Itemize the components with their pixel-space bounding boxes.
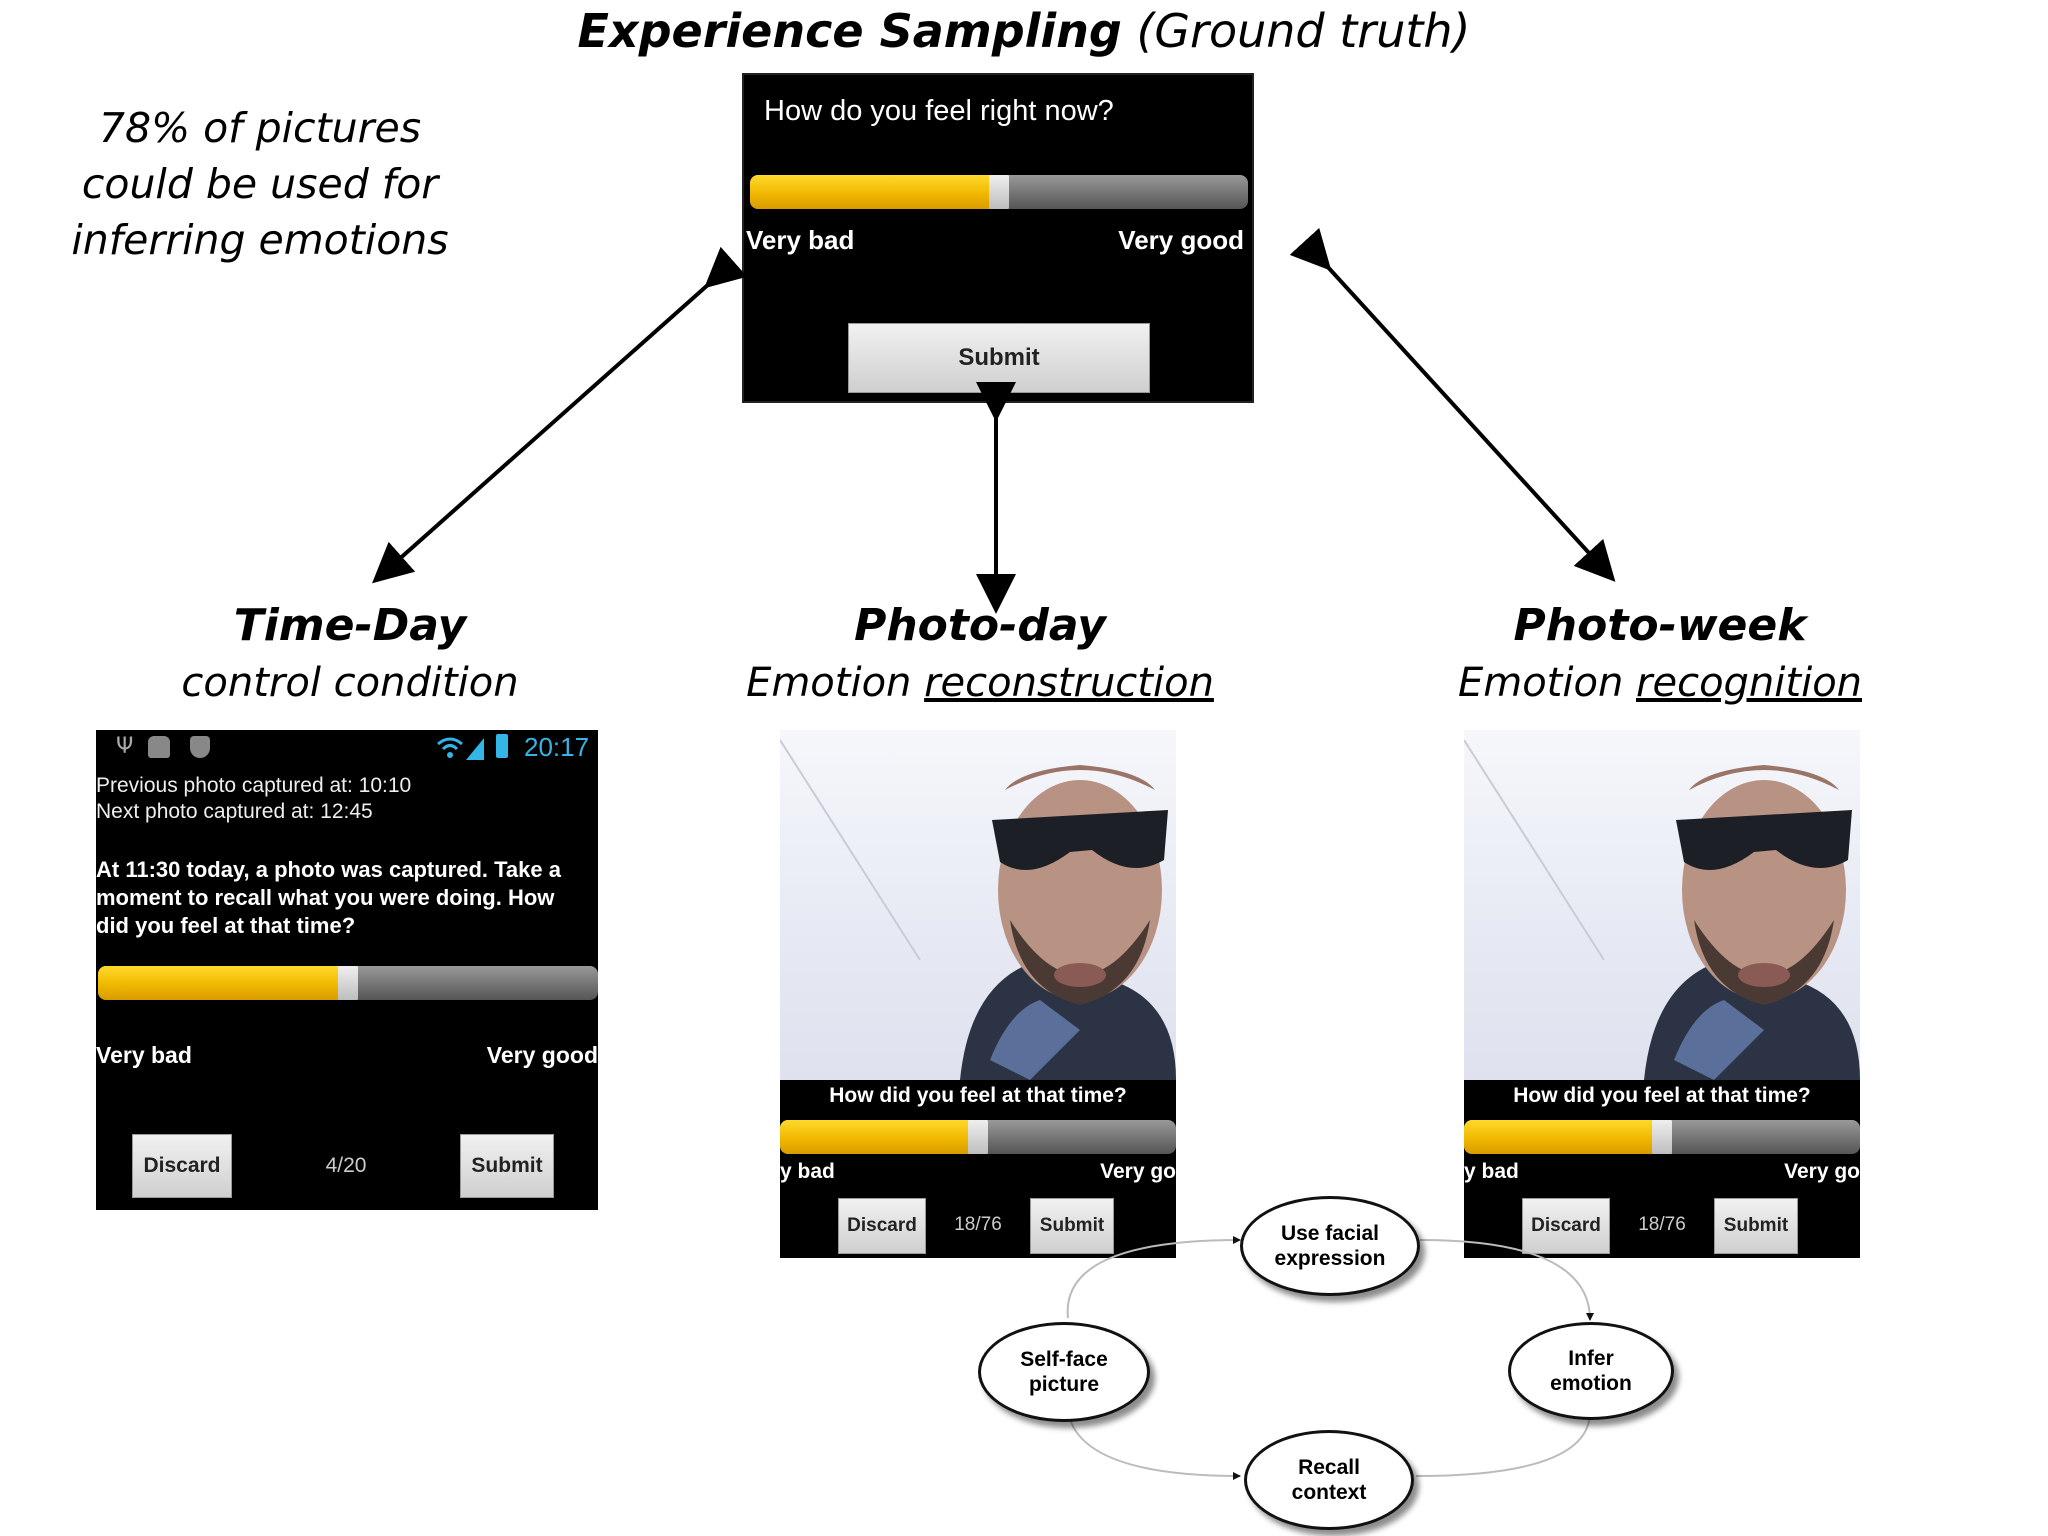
photo-day-discard-button[interactable]: Discard [838, 1198, 926, 1254]
photo-day-mood-slider[interactable] [780, 1120, 1176, 1154]
photo-week-phone-screen: How did you feel at that time? y bad Ver… [1464, 730, 1860, 1258]
photo-week-discard-button[interactable]: Discard [1522, 1198, 1610, 1254]
photo-day-submit-button[interactable]: Submit [1030, 1198, 1114, 1254]
status-clock: 20:17 [524, 732, 590, 762]
flow-self-to-facial [1066, 1236, 1241, 1319]
photo-week-subtitle: Emotion recognition [1457, 660, 1863, 706]
time-day-subtitle: control condition [181, 660, 519, 706]
wifi-signal-icon [437, 737, 484, 760]
arrow-es-timeday [372, 246, 748, 584]
photo-week-question: How did you feel at that time? [1513, 1084, 1811, 1107]
es-right-label: Very good [1118, 225, 1244, 255]
photo-day-phone-screen: How did you feel at that time? y bad Ver… [780, 730, 1176, 1258]
photo-week-controls: How did you feel at that time? y bad Ver… [1464, 1080, 1860, 1258]
recall-prompt: At 11:30 today, a photo was captured. Ta… [96, 857, 561, 938]
photo-day-controls: How did you feel at that time? y bad Ver… [780, 1080, 1176, 1258]
time-day-submit-button[interactable]: Submit [460, 1134, 554, 1198]
photo-week-title: Photo-week [1513, 600, 1807, 651]
slider-thumb[interactable] [338, 966, 358, 1000]
slider-thumb[interactable] [968, 1120, 988, 1154]
slider-fill [98, 966, 348, 1000]
time-day-title: Time-Day [233, 600, 467, 651]
photo-day-title: Photo-day [854, 600, 1106, 651]
es-left-label: Very bad [746, 225, 855, 255]
photo-week-left-label: y bad [1464, 1160, 1519, 1183]
page-title: Experience Sampling (Ground truth) [577, 4, 1471, 58]
self-face-photo [780, 730, 1176, 1080]
time-day-counter: 4/20 [325, 1154, 367, 1177]
photo-day-right-label: Very go [1100, 1160, 1176, 1183]
previous-capture-text: Previous photo captured at: 10:10 [96, 774, 412, 797]
shield-icon [190, 736, 210, 758]
es-question: How do you feel right now? [764, 95, 1114, 127]
android-icon [148, 736, 170, 758]
time-day-right-label: Very good [486, 1042, 598, 1068]
photo-day-left-label: y bad [780, 1160, 835, 1183]
flow-facial-to-infer [1419, 1239, 1594, 1321]
next-capture-text: Next photo captured at: 12:45 [96, 800, 373, 823]
es-submit-button[interactable]: Submit [848, 323, 1150, 393]
slider-thumb[interactable] [989, 175, 1009, 209]
self-face-photo [1464, 730, 1860, 1080]
battery-icon [496, 734, 508, 758]
portrait-illustration [780, 739, 1176, 1080]
time-day-discard-button[interactable]: Discard [132, 1134, 232, 1198]
usb-icon: Ψ [116, 734, 134, 759]
arrow-es-photoweek [1289, 227, 1616, 582]
flow-recall-to-infer [1415, 1411, 1594, 1477]
photo-week-submit-button[interactable]: Submit [1714, 1198, 1798, 1254]
es-mood-slider[interactable] [750, 175, 1248, 209]
slider-fill [780, 1120, 978, 1154]
portrait-illustration [1464, 739, 1860, 1080]
photo-day-counter: 18/76 [954, 1214, 1002, 1235]
photo-day-subtitle: Emotion reconstruction [746, 660, 1214, 706]
slider-thumb[interactable] [1652, 1120, 1672, 1154]
photo-week-mood-slider[interactable] [1464, 1120, 1860, 1154]
flow-self-to-recall [1067, 1411, 1241, 1480]
slider-fill [750, 175, 999, 209]
status-bar: Ψ 20:17 [96, 730, 598, 766]
slider-fill [1464, 1120, 1662, 1154]
experience-sampling-panel: How do you feel right now? Very bad Very… [742, 73, 1254, 403]
photo-week-right-label: Very go [1784, 1160, 1860, 1183]
time-day-left-label: Very bad [96, 1042, 192, 1068]
time-day-phone-screen: Ψ 20:17 Previous photo captured at: 10:1… [96, 730, 598, 1210]
time-day-mood-slider[interactable] [98, 966, 598, 1000]
photo-day-question: How did you feel at that time? [829, 1084, 1127, 1107]
photo-week-counter: 18/76 [1638, 1214, 1686, 1235]
